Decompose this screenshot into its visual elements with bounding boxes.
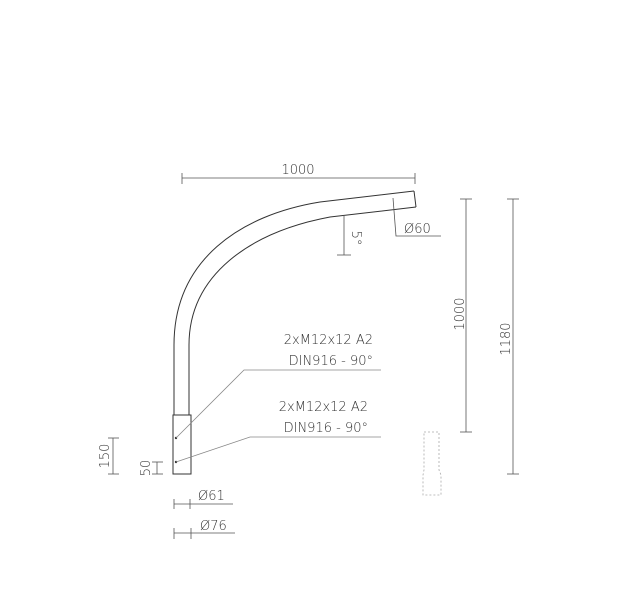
annotation-1-line1: 2xM12x12 A2 [284,333,373,348]
dim-tilt [337,215,351,256]
dim-tip-label: Ø60 [404,222,431,237]
dim-tip-leader [392,197,441,237]
dim-outer-diameter-label: Ø76 [200,519,227,534]
dim-tilt-label: 5° [348,231,363,246]
dim-inner-diameter-label: Ø61 [198,489,225,504]
dim-diameters [173,499,235,539]
annotation-leaders [175,369,381,463]
dim-heights [460,198,519,475]
sleeve [172,414,192,475]
dim-screw-offset-label: 50 [139,460,154,477]
annotation-2-line1: 2xM12x12 A2 [279,400,368,415]
annotation-1-line2: DIN916 - 90° [289,354,373,369]
dim-sleeve-label: 150 [98,444,113,469]
dim-arm-height-label: 1000 [453,297,468,330]
pole-outline-dashed [422,431,442,496]
arm-outline [172,190,417,475]
dim-arm-reach-label: 1000 [281,163,314,178]
dim-sleeve [108,437,163,475]
annotation-2-line2: DIN916 - 90° [284,421,368,436]
dim-arm-reach [181,173,416,184]
dim-total-height-label: 1180 [499,322,514,355]
